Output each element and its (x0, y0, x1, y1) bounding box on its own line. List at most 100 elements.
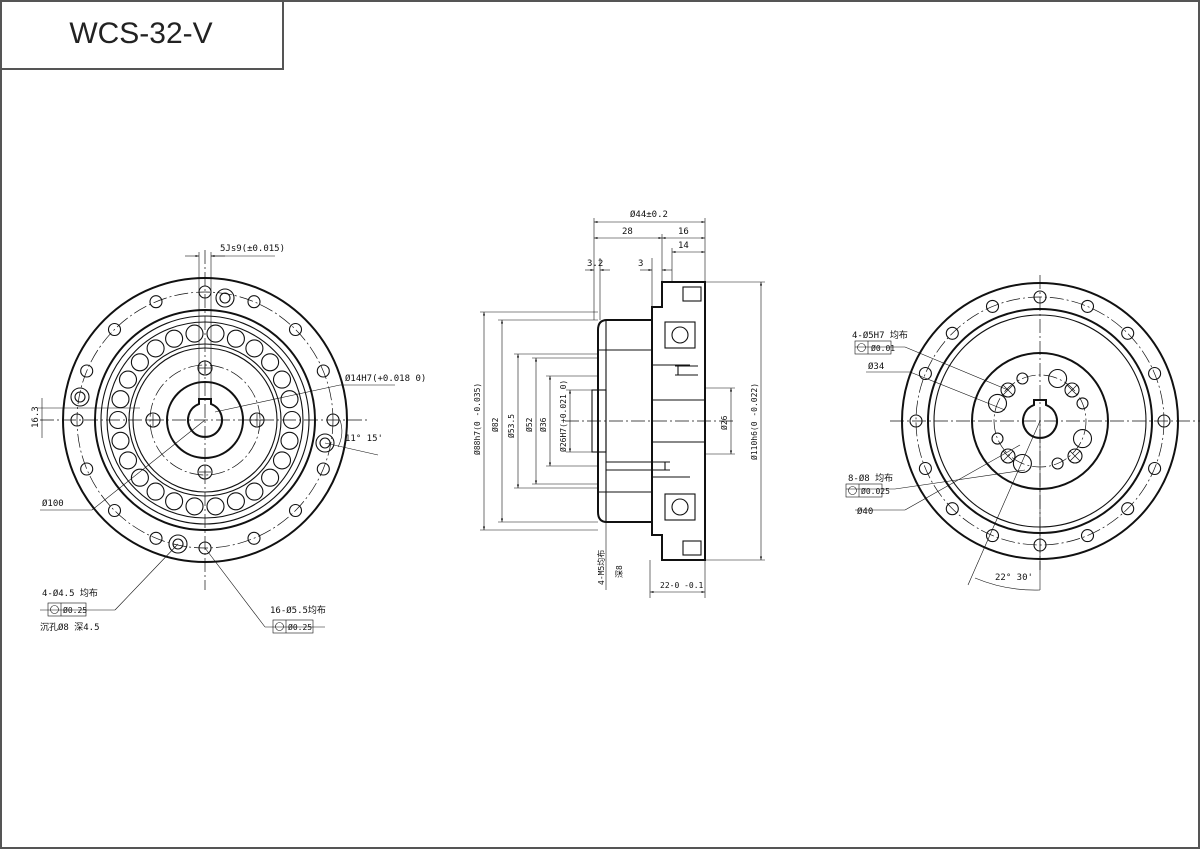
dia88-label: Ø88h7(0 -0.035) (472, 383, 482, 455)
rear-8-holes (987, 368, 1093, 474)
through-hole (1072, 429, 1093, 449)
front-inner-screws (145, 360, 265, 480)
bolt-hole (288, 322, 303, 337)
rear-holes8-tol-frame (845, 483, 883, 498)
position-tol-icon (275, 622, 284, 631)
bolt-hole (198, 541, 212, 555)
bolt-hole (1148, 461, 1162, 476)
dia82-label: Ø82 (490, 417, 500, 432)
bolt-hole (80, 462, 94, 476)
front-housing-ring (100, 315, 310, 525)
side-input-hub (591, 389, 607, 453)
dim-3-2-label: 3.2 (587, 259, 603, 269)
roller (130, 353, 149, 372)
bolt-hole (149, 295, 163, 309)
holes16-tol-frame (272, 619, 314, 634)
roller (185, 324, 204, 343)
roller (146, 482, 165, 501)
rear-pin-holes (1000, 382, 1083, 464)
rear-holes8-label: 8-Ø8 均布 (848, 472, 893, 484)
counterbore-label: 沉孔Ø8 深4.5 (40, 622, 100, 633)
bolt-hole (918, 461, 932, 476)
bolt-hole (1033, 290, 1047, 304)
bolt-hole (1157, 414, 1171, 428)
front-bolt-holes-16 (70, 285, 340, 555)
roller (226, 329, 245, 348)
dia26-label: Ø26 (719, 415, 729, 430)
front-view: 5Js9(±0.015) Ø14H7(+0.018 0) 16.3 11° 15… (31, 244, 426, 634)
height-dim-label: 16.3 (31, 406, 41, 428)
front-counterbore-top (215, 288, 235, 308)
rear-keyway-bore (1022, 399, 1058, 439)
rear-holes4-label: 4-Ø5H7 均布 (852, 329, 908, 341)
bolt-hole (985, 299, 1000, 313)
small-hole (991, 432, 1004, 445)
bolt-hole (247, 295, 261, 309)
roller (261, 468, 280, 487)
rear-holes4-tol-label: Ø0.01 (871, 343, 895, 353)
front-bearing-inner (128, 343, 282, 497)
dia26h7-label: Ø26H7(+0.021 0) (558, 380, 568, 452)
bolt-hole (70, 413, 84, 427)
bolt-hole (288, 503, 303, 518)
dia52-label: Ø52 (524, 417, 534, 432)
front-roller-elements (108, 324, 302, 516)
side-flange-hole-bottom (682, 540, 702, 556)
roller (185, 497, 204, 516)
overall-length-label: Ø44±0.2 (630, 209, 668, 220)
small-hole (1016, 372, 1029, 385)
small-hole (1076, 397, 1089, 410)
front-counterbore-right (315, 433, 335, 453)
bore-dim-label: Ø14H7(+0.018 0) (345, 373, 426, 384)
roller (245, 339, 264, 358)
roller (130, 468, 149, 487)
side-view: Ø44±0.2 28 16 14 3.2 3 Ø88h7(0 -0.035) Ø… (472, 209, 765, 598)
front-hub-boss (166, 381, 244, 459)
roller (111, 390, 130, 409)
dim-3-label: 3 (638, 259, 643, 269)
holes4-label: 4-Ø4.5 均布 (42, 587, 98, 599)
side-flange-hole-top (682, 286, 702, 302)
bolt-hole (107, 322, 122, 337)
dia110-label: Ø110h6(0 -0.022) (749, 383, 759, 460)
position-tol-icon (848, 486, 857, 495)
side-output-flange (651, 281, 706, 561)
rear-dia34-label: Ø34 (868, 361, 884, 372)
bolt-hole (1148, 366, 1162, 381)
through-hole (1048, 368, 1068, 389)
roller (245, 482, 264, 501)
bolt-hole (1080, 299, 1095, 313)
keyway-dim-label: 5Js9(±0.015) (220, 244, 285, 254)
roller (282, 410, 302, 430)
bolt-hole (316, 364, 330, 378)
small-hole (1051, 457, 1064, 470)
bolt-hole (1080, 529, 1095, 543)
roller (111, 431, 130, 450)
drawing-title: WCS-32-V (69, 17, 213, 50)
front-outer-flange (62, 277, 348, 563)
roller (165, 329, 184, 348)
roller (108, 410, 128, 430)
bolt-hole (1121, 502, 1135, 516)
front-hub-outer (132, 347, 278, 493)
front-bearing-outer (106, 321, 304, 519)
front-counterbore-bottom (168, 534, 188, 554)
dim-28-label: 28 (622, 227, 633, 237)
side-bearing-bottom (664, 493, 696, 521)
dia36-label: Ø36 (538, 417, 548, 432)
bolt-hole (247, 531, 261, 545)
bolt-hole (316, 462, 330, 476)
roller (280, 390, 299, 409)
rear-holes4-tol-frame (854, 340, 892, 355)
rear-holes8-tol-label: Ø0.025 (861, 486, 890, 496)
dim-14-label: 14 (678, 241, 689, 251)
front-counterbore-left (70, 387, 90, 407)
bolt-hole (107, 503, 122, 518)
front-housing-outer (94, 309, 316, 531)
holes4-tol-frame (47, 602, 87, 617)
roller (146, 339, 165, 358)
rear-view: 4-Ø5H7 均布 Ø0.01 Ø34 8-Ø8 均布 Ø0.025 Ø40 2… (845, 275, 1200, 591)
dia53-5-label: Ø53.5 (506, 414, 516, 438)
